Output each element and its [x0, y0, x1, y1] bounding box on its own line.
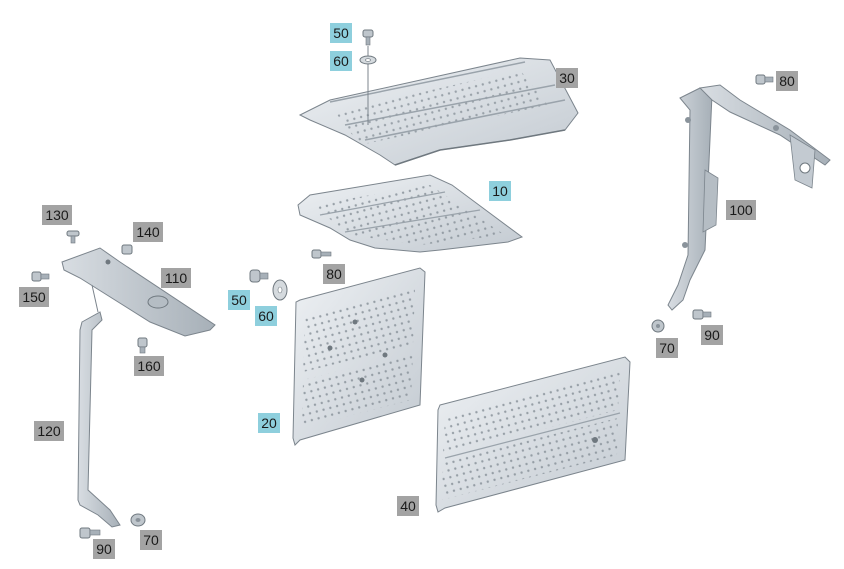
callout-70-bottom: 70: [140, 530, 162, 550]
callout-150: 150: [19, 287, 49, 307]
callout-130: 130: [42, 205, 72, 225]
callout-80-mid: 80: [323, 264, 345, 284]
bolt-50-mid: [249, 269, 269, 283]
callout-100: 100: [726, 200, 756, 220]
callout-90-right: 90: [701, 325, 723, 345]
callout-60-mid: 60: [255, 306, 277, 326]
callout-80-right: 80: [776, 71, 798, 91]
callout-30: 30: [556, 68, 578, 88]
callout-60-top: 60: [330, 51, 352, 71]
bracket-100: [667, 84, 831, 311]
callout-110: 110: [161, 268, 191, 288]
bolt-80-mid: [311, 249, 332, 259]
callout-70-right: 70: [656, 338, 678, 358]
nut-70-bottom: [130, 513, 146, 527]
callout-10: 10: [489, 181, 511, 201]
callout-140: 140: [133, 222, 163, 242]
bolt-160: [137, 337, 148, 354]
side-panel-20: [292, 267, 426, 446]
callout-20: 20: [258, 413, 280, 433]
callout-90-bottom: 90: [93, 539, 115, 559]
bolt-80-right: [755, 74, 774, 85]
side-panel-40: [435, 356, 631, 513]
strut-120: [77, 284, 121, 528]
nut-70-right: [651, 319, 665, 333]
callout-50-mid: 50: [228, 290, 250, 310]
washer-60-top: [359, 55, 377, 65]
heat-shield-30: [298, 57, 579, 166]
washer-60-mid: [272, 279, 288, 301]
nut-140: [121, 244, 133, 255]
bolt-90-bottom: [79, 527, 101, 539]
bolt-130: [66, 230, 80, 244]
bolt-150: [31, 271, 50, 282]
callout-40: 40: [397, 496, 419, 516]
callout-120: 120: [34, 421, 64, 441]
bolt-90-right: [692, 309, 712, 320]
callout-50-top: 50: [330, 23, 352, 43]
perforated-shield-10: [297, 174, 524, 253]
callout-160: 160: [134, 356, 164, 376]
bracket-110: [61, 247, 216, 337]
